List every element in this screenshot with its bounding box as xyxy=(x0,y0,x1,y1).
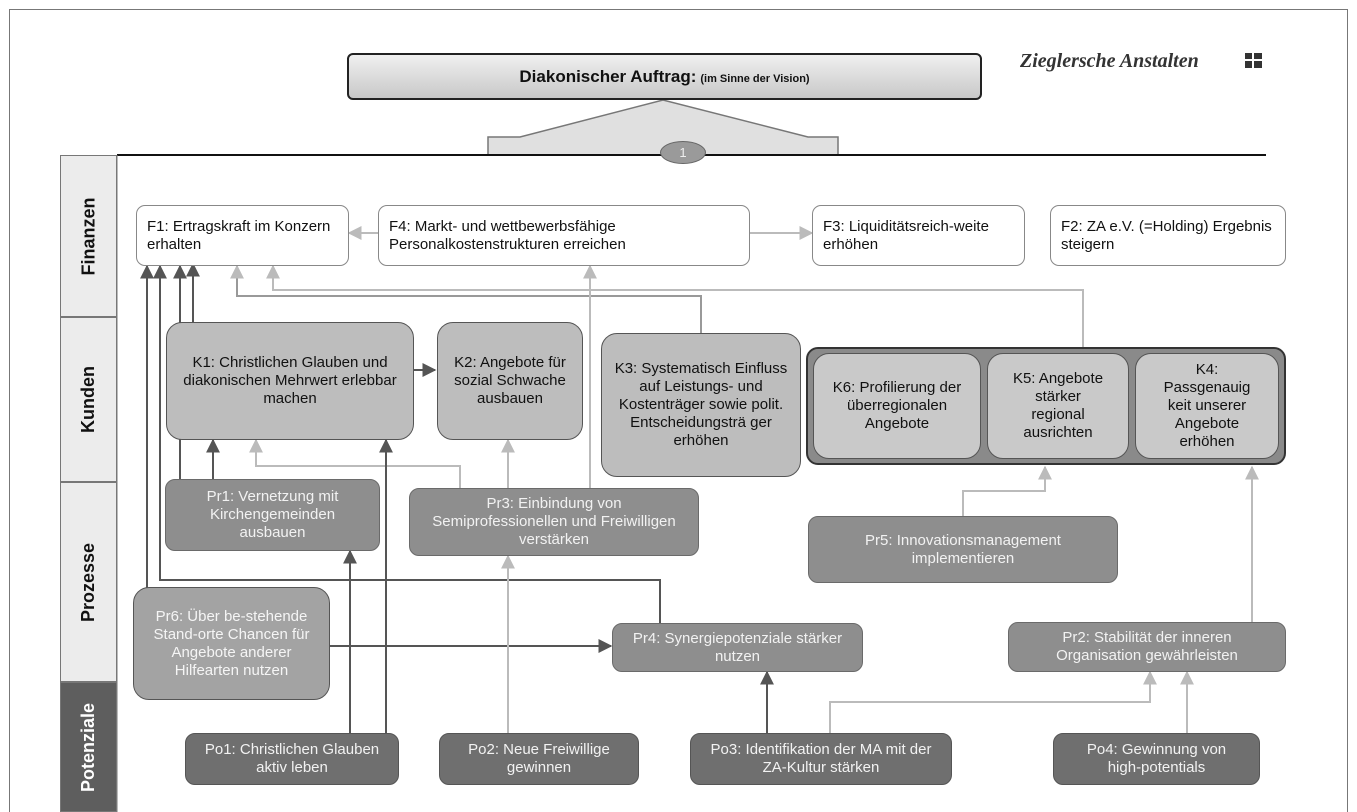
mission-title: Diakonischer Auftrag:(im Sinne der Visio… xyxy=(347,53,982,100)
arrow-pr4-f1 xyxy=(153,264,661,623)
goal-k1: K1: Christlichen Glauben und diakonische… xyxy=(166,322,414,440)
perspective-kunden: Kunden xyxy=(60,317,117,482)
goal-po1: Po1: Christlichen Glauben aktiv leben xyxy=(185,733,399,785)
perspective-kunden-label: Kunden xyxy=(78,366,98,433)
goal-pr4: Pr4: Synergiepotenziale stärker nutzen xyxy=(612,623,863,672)
mission-title-sub: (im Sinne der Vision) xyxy=(700,72,810,85)
perspective-potenziale-label: Potenziale xyxy=(78,702,98,792)
arrow-k3-f1 xyxy=(230,264,702,333)
goal-k4: K4: Passgenauig keit unserer Angebote er… xyxy=(1135,353,1279,459)
step-badge: 1 xyxy=(660,141,706,164)
logo-mark-icon xyxy=(1245,53,1262,68)
goal-pr6: Pr6: Über be-stehende Stand-orte Chancen… xyxy=(133,587,330,700)
arrow-pr3-k1 xyxy=(249,438,461,488)
goal-f1: F1: Ertragskraft im Konzern erhalten xyxy=(136,205,349,266)
goal-pr3: Pr3: Einbindung von Semiprofessionellen … xyxy=(409,488,699,556)
arrow-pr5-k5 xyxy=(962,465,1052,516)
goal-k3: K3: Systematisch Einfluss auf Leistungs-… xyxy=(601,333,801,477)
goal-k2: K2: Angebote für sozial Schwache ausbaue… xyxy=(437,322,583,440)
perspective-finanzen: Finanzen xyxy=(60,155,117,317)
goal-pr2: Pr2: Stabilität der inneren Organisation… xyxy=(1008,622,1286,672)
goal-f3: F3: Liquiditätsreich-weite erhöhen xyxy=(812,205,1025,266)
perspective-prozesse: Prozesse xyxy=(60,482,117,682)
arrow-pr6-f1 xyxy=(135,264,154,641)
goal-k6: K6: Profilierung der überregionalen Ange… xyxy=(813,353,981,459)
perspective-finanzen-label: Finanzen xyxy=(78,196,99,276)
goal-k5: K5: Angebote stärker regional ausrichten xyxy=(987,353,1129,459)
goal-f2: F2: ZA e.V. (=Holding) Ergebnis steigern xyxy=(1050,205,1286,266)
goal-pr1: Pr1: Vernetzung mit Kirchengemeinden aus… xyxy=(165,479,380,551)
goal-po2: Po2: Neue Freiwillige gewinnen xyxy=(439,733,639,785)
diagram-frame xyxy=(9,9,1348,812)
perspective-prozesse-label: Prozesse xyxy=(78,542,98,622)
mission-arrow xyxy=(487,99,839,156)
arrow-po3-pr2 xyxy=(829,670,1157,733)
goal-pr5: Pr5: Innovationsmanagement implementiere… xyxy=(808,516,1118,583)
arrow-kgroup-f1 xyxy=(266,264,1084,347)
perspective-potenziale: Potenziale xyxy=(60,682,117,812)
logo-text: Zieglersche Anstalten xyxy=(1020,50,1199,72)
goal-po3: Po3: Identifikation der MA mit der ZA-Ku… xyxy=(690,733,952,785)
goal-po4: Po4: Gewinnung von high-potentials xyxy=(1053,733,1260,785)
mission-title-main: Diakonischer Auftrag: xyxy=(519,66,697,86)
goal-f4: F4: Markt- und wettbewerbsfähige Persona… xyxy=(378,205,750,266)
